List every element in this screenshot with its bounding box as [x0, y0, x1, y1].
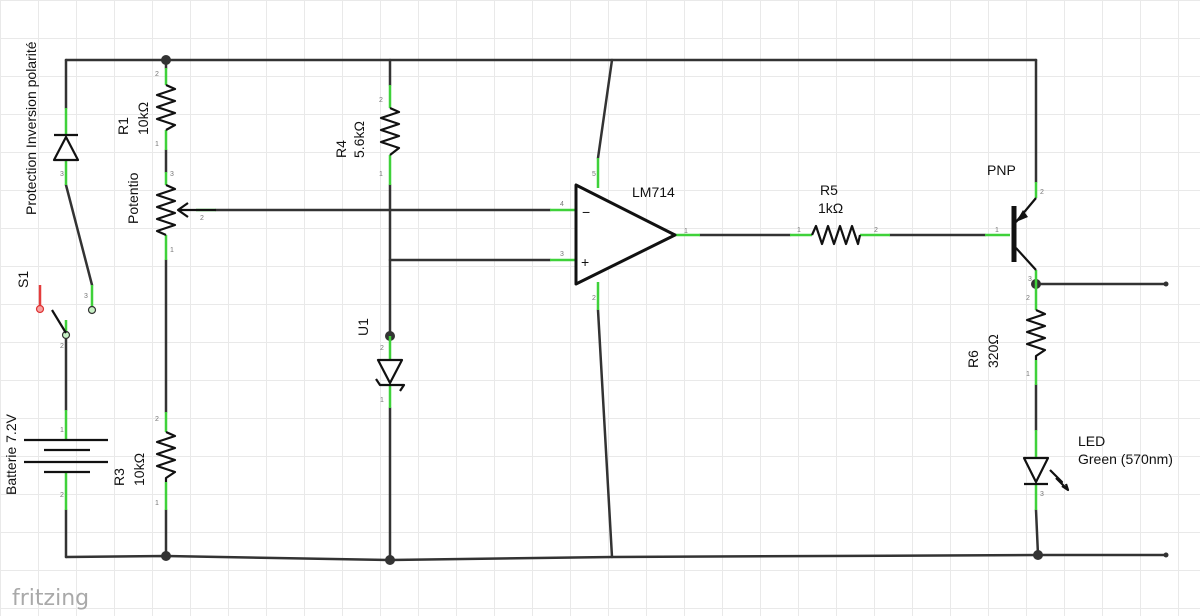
pin-number: 3 [1040, 491, 1044, 498]
junction-node [161, 551, 171, 561]
pin-number: 2 [200, 215, 204, 222]
pin-number: 2 [379, 97, 383, 104]
r6-name: R6 [965, 350, 981, 368]
battery-cells-icon [24, 438, 108, 474]
pin-number: 3 [560, 251, 564, 258]
protection-diode-to-switch-wire[interactable] [64, 183, 94, 287]
opamp-noninverting-sign: + [581, 254, 589, 270]
junction-node [1163, 552, 1169, 558]
r5-name: R5 [820, 182, 838, 198]
pin-number: 3 [84, 293, 88, 300]
switch-lever-icon [51, 309, 67, 334]
resistor-zigzag-icon [155, 83, 177, 131]
resistor-r1[interactable]: 2 1 R1 10kΩ [115, 68, 177, 150]
resistor-r5[interactable]: 1 2 R5 1kΩ [790, 182, 890, 246]
junction-node [1033, 550, 1043, 560]
junctions [161, 55, 1169, 565]
diode-symbol-icon [52, 133, 80, 162]
pin-number: 2 [155, 416, 159, 423]
led-value: Green (570nm) [1078, 451, 1173, 467]
resistor-r3[interactable]: 2 1 R3 10kΩ [111, 412, 177, 510]
pin-number: 4 [560, 201, 564, 208]
resistor-zigzag-icon [1025, 308, 1047, 360]
emitter-arrow-icon [1016, 210, 1028, 222]
pin-number: 2 [592, 295, 596, 302]
transistor-leads-icon [1015, 197, 1037, 271]
r5-value: 1kΩ [818, 200, 843, 216]
pin-number: 1 [60, 427, 64, 434]
pin-number: 2 [1040, 189, 1044, 196]
r3-name: R3 [111, 468, 127, 486]
pin-number: 2 [1026, 295, 1030, 302]
opamp-ground-wire[interactable] [596, 308, 614, 559]
pin-number: 3 [60, 171, 64, 178]
r6-value: 320Ω [985, 334, 1001, 368]
led-green[interactable]: 3 LED Green (570nm) [1022, 430, 1173, 510]
pin-number: 2 [60, 492, 64, 499]
light-emission-icon [1049, 469, 1070, 492]
protection-diode-label: Protection Inversion polarité [23, 41, 39, 215]
r1-value: 10kΩ [135, 102, 151, 135]
resistor-zigzag-icon [379, 106, 401, 156]
pin-number: 1 [155, 141, 159, 148]
resistor-r6[interactable]: 2 1 R6 320Ω [965, 284, 1047, 385]
wires [64, 58, 1168, 562]
u1-label: U1 [355, 318, 371, 336]
r1-name: R1 [115, 117, 131, 135]
opamp-inverting-sign: − [582, 204, 590, 220]
led-symbol-icon [1022, 456, 1050, 486]
wiper-arrow-icon [176, 202, 216, 218]
pnp-transistor[interactable]: 2 1 3 PNP [985, 162, 1044, 284]
zener-symbol-icon [375, 358, 406, 392]
battery[interactable]: 1 2 Batterie 7.2V [3, 410, 108, 510]
r4-value: 5.6kΩ [351, 121, 367, 158]
pin-number: 1 [995, 227, 999, 234]
pnp-label: PNP [987, 162, 1016, 178]
potentiometer[interactable]: 3 2 1 Potentio [125, 171, 216, 260]
opamp-supply-wire[interactable] [596, 58, 614, 160]
pin-number: 2 [60, 343, 64, 350]
junction-node [385, 555, 395, 565]
pin-number: 2 [380, 345, 384, 352]
switch-contact [87, 305, 97, 315]
pin-number: 1 [380, 397, 384, 404]
switch-red-contact [35, 304, 45, 314]
junction-node [1163, 281, 1169, 287]
switch-s1[interactable]: 2 3 S1 [15, 271, 97, 350]
pin-number: 3 [170, 171, 174, 178]
pin-number: 2 [155, 71, 159, 78]
resistor-zigzag-icon [810, 224, 862, 246]
bottom-rail-wire[interactable] [64, 553, 1168, 562]
battery-label: Batterie 7.2V [3, 413, 19, 495]
led-to-ground-wire[interactable] [1034, 508, 1040, 557]
fritzing-watermark: fritzing [12, 586, 89, 611]
led-name: LED [1078, 433, 1105, 449]
pin-number: 1 [1026, 371, 1030, 378]
opamp-lm714[interactable]: 5 4 3 1 2 − + LM714 [550, 158, 700, 310]
zener-diode-u1[interactable]: 2 1 U1 [355, 318, 406, 408]
pin-number: 1 [379, 171, 383, 178]
pin-number: 1 [684, 228, 688, 235]
junction-node [161, 55, 171, 65]
pin-number: 2 [874, 227, 878, 234]
r3-value: 10kΩ [131, 453, 147, 486]
pin-number: 1 [155, 500, 159, 507]
opamp-label: LM714 [632, 184, 675, 200]
opamp-triangle-icon [574, 183, 677, 286]
protection-diode[interactable]: 3 Protection Inversion polarité [23, 41, 80, 215]
potentiometer-zigzag-icon [155, 183, 177, 237]
resistor-zigzag-icon [155, 430, 177, 482]
pin-number: 1 [797, 227, 801, 234]
s1-label: S1 [15, 271, 31, 288]
r4-name: R4 [333, 140, 349, 158]
resistor-r4[interactable]: 2 1 R4 5.6kΩ [333, 85, 401, 185]
pin-number: 5 [592, 171, 596, 178]
potentiometer-label: Potentio [125, 172, 141, 224]
pin-number: 3 [1028, 276, 1032, 283]
pin-number: 1 [170, 247, 174, 254]
